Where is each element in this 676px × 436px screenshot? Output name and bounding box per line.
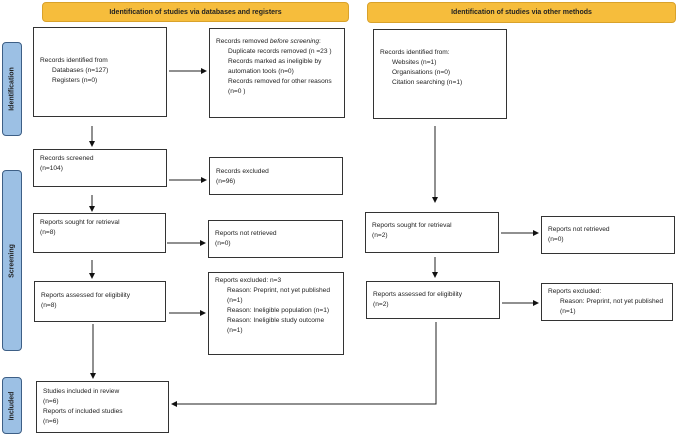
box-line: Reason: Preprint, not yet published (n=1… (227, 287, 330, 304)
box-count: (n=0) (215, 240, 231, 247)
box-reports-assessed: Reports assessed for eligibility (n=8) (34, 281, 166, 322)
box-count: (n=8) (40, 229, 56, 236)
box-count: (n=2) (373, 301, 389, 308)
box-count: (n=96) (216, 178, 236, 185)
box-line: Records marked as ineligible by automati… (228, 58, 322, 75)
box-title: Records identified from (40, 57, 108, 64)
box-studies-included: Studies included in review (n=6) Reports… (36, 381, 169, 433)
phase-screening: Screening (2, 170, 22, 351)
box-title: Records removed before screening: (216, 38, 321, 45)
box-reports-not-retrieved: Reports not retrieved (n=0) (208, 220, 343, 258)
box-line: Records removed for other reasons (n=0 ) (228, 78, 332, 95)
box-records-screened: Records screened (n=104) (33, 149, 167, 187)
box-title: Reports sought for retrieval (40, 219, 120, 226)
phase-label: Screening (8, 243, 16, 278)
box-line: Reason: Preprint, not yet published (n=1… (560, 298, 663, 315)
box-line: (n=6) (43, 398, 59, 405)
box-title: Reports excluded: (548, 288, 602, 295)
box-records-identified: Records identified from Databases (n=127… (33, 27, 167, 117)
box-line: Reason: Ineligible study outcome (n=1) (227, 317, 325, 334)
box-line: Organisations (n=0) (392, 69, 451, 76)
box-title: Reports assessed for eligibility (373, 291, 463, 298)
box-reports-excluded: Reports excluded: n=3 Reason: Preprint, … (208, 272, 344, 355)
box-line: Databases (n=127) (52, 67, 109, 74)
box-line: Reason: Ineligible population (n=1) (227, 307, 330, 314)
box-count: (n=104) (40, 165, 63, 172)
box-count: (n=0) (548, 236, 564, 243)
box-title: Reports sought for retrieval (372, 222, 452, 229)
box-title: Reports assessed for eligibility (41, 292, 131, 299)
box-count: (n=8) (41, 302, 57, 309)
phase-label: Included (8, 391, 16, 420)
box-line: Citation searching (n=1) (392, 79, 463, 86)
box-title: Reports not retrieved (548, 226, 610, 233)
box-title: Reports not retrieved (215, 230, 277, 237)
box-line: Studies included in review (43, 388, 120, 395)
phase-label: Identification (8, 67, 16, 111)
box-other-reports-sought: Reports sought for retrieval (n=2) (365, 212, 499, 253)
box-title: Records identified from: (380, 49, 450, 56)
box-line: (n=6) (43, 418, 59, 425)
box-other-reports-not-retrieved: Reports not retrieved (n=0) (541, 216, 675, 254)
box-line: Duplicate records removed (n =23 ) (228, 48, 332, 55)
box-reports-sought: Reports sought for retrieval (n=8) (33, 213, 166, 253)
header-databases: Identification of studies via databases … (42, 2, 349, 22)
box-other-reports-assessed: Reports assessed for eligibility (n=2) (366, 281, 500, 319)
header-other-methods: Identification of studies via other meth… (367, 2, 676, 23)
phase-included: Included (2, 377, 22, 434)
box-line: Reports of included studies (43, 408, 123, 415)
box-line: Registers (n=0) (52, 77, 98, 84)
box-records-removed: Records removed before screening: Duplic… (209, 28, 345, 118)
box-title: Reports excluded: n=3 (215, 277, 282, 284)
box-line: Websites (n=1) (392, 59, 437, 66)
box-title: Records screened (40, 155, 94, 162)
arrow-other-assessed-to-included (171, 322, 437, 407)
box-title: Records excluded (216, 168, 269, 175)
box-other-reports-excluded: Reports excluded: Reason: Preprint, not … (541, 283, 673, 321)
box-other-records-identified: Records identified from: Websites (n=1) … (373, 29, 507, 119)
box-records-excluded: Records excluded (n=96) (209, 157, 343, 195)
box-count: (n=2) (372, 232, 388, 239)
phase-identification: Identification (2, 42, 22, 136)
